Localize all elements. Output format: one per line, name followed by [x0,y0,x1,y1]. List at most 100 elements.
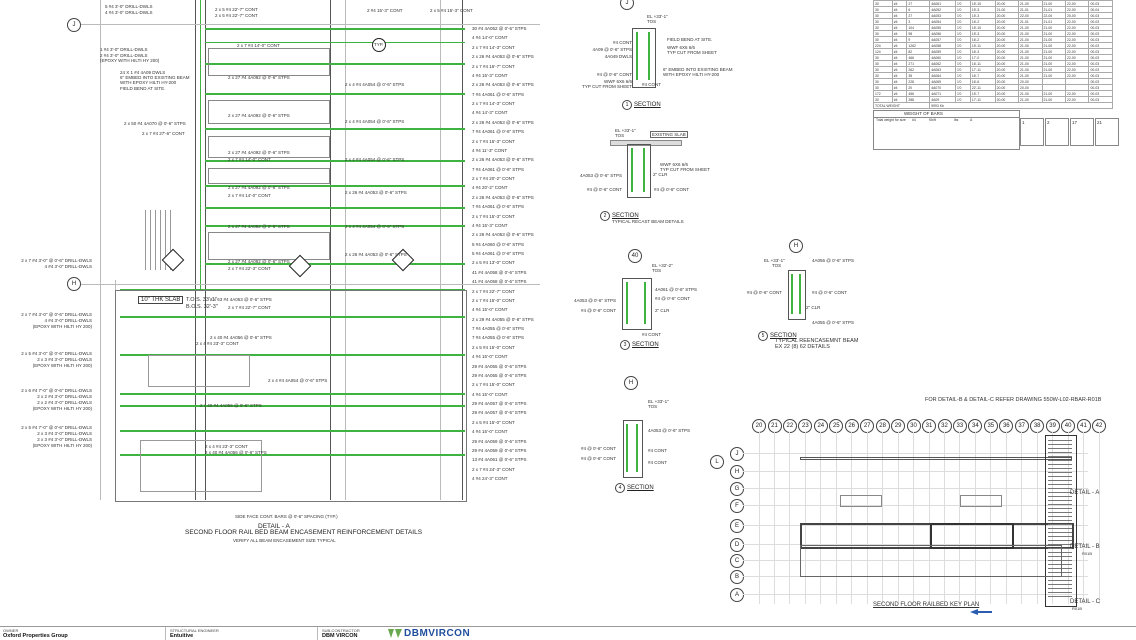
column-bubble: 39 [1045,419,1060,433]
grid-line [440,0,441,500]
column-bubble: 33 [952,419,967,433]
rebar-label: 29 #4 4A057 @ 0'-6" STPS [472,410,527,416]
column-gridline [1005,432,1007,604]
weight-header: Kb/ft [929,118,936,122]
section-1-title-text: SECTION [634,102,661,108]
dowel-note: 2 x 3 #4 3'-0" DRILL-DWLS [37,357,92,362]
detail-c-label: DETAIL - C [1070,599,1101,605]
section-4-el: EL +33'-1" [648,399,669,404]
section-2-sub: TYPICAL RECAST BEAM DETAILS [612,219,684,224]
section-note: WITH EPOXY HILTI HY-200 [663,72,720,77]
row-gridline [743,505,1088,506]
rebar-label: 4 #4 15'-3" CONT [472,72,508,78]
beam-outline [208,48,330,76]
column-gridline [1083,432,1084,604]
column-gridline [928,432,930,604]
note: 2 #4 3'-0" DRILL-DWLS [100,53,148,58]
column-gridline [851,432,853,604]
weight-header: Total weight for size [876,118,906,122]
row-bubble: E [730,519,744,533]
column-bubble: 29 [891,419,906,433]
rebar-row [205,207,465,209]
rebar-label: 2 x 40 #4 4A056 @ 0'-6" STPS [210,335,272,340]
column-bubble: 23 [798,419,813,433]
row-bubble: C [730,554,744,568]
rebar-row [205,160,465,162]
section-note: #4 @ 0'-6" CONT [580,456,616,461]
rebar-label: 4 #4 20'-2" CONT [472,185,508,191]
dowel-note: 2 x 5 #4 7'-0" @ 0'-6" DRILL-DWLS [21,425,92,430]
rebar-label: 29 #4 4A055 @ 0'-6" STPS [472,363,527,369]
column-bubble: 38 [1030,419,1045,433]
detail-a-drawing: J H TYP. 5 #4 3'-0" DRILL-DWLS 4 #4 3'-0… [0,0,540,545]
rebar-label: 4 #4 24'-3" CONT [472,476,508,481]
section-2-tos: TOS [615,133,625,138]
north-label: NORTH [980,603,990,607]
section-note: WWF 6X6 6/6 [667,45,696,50]
rebar-row [205,42,465,43]
rebar-label: 4 #4 14'-0" CONT [472,35,508,41]
rebar [648,32,650,80]
shape-label: 1 [1022,120,1025,125]
column-gridline [990,432,992,604]
column-bubble: 32 [937,419,952,433]
rebar-label: 7 #4 4A061 @ 0'-6" STPS [472,166,525,172]
rebar-label: 29 #4 4A055 @ 0'-6" STPS [472,372,527,378]
rebar-label: 2 x 26 #4 4A053 @ 0'-6" STPS [472,194,534,200]
column-gridline [774,432,775,604]
plan-area [840,495,882,507]
slab-label: 10" THK SLAB [138,296,184,304]
plan-area [800,545,1062,577]
section-note: 4A053 @ 0'-6" STPS [648,428,691,433]
rebar-label: 2 x 7 #4 16'-7" CONT [472,63,515,69]
shape-label: 21 [1097,120,1103,125]
section-1-grid-bubble: J [620,0,634,10]
column-gridline [882,432,884,604]
section-note: #4 @ 0'-6" CONT [654,187,690,192]
section-note: 4A056 @ 0'-6" STPS [812,258,855,263]
rebar-label: 2 x 7 #4 14'-3" CONT [472,44,515,50]
rebar-row [120,454,465,456]
section-note: WWF 6X6 6/6 [660,162,689,167]
rebar-label: 2 x 7 #4 22'-7" CONT [228,305,271,310]
note: WITH EPOXY HILTI HY-200 [120,80,177,85]
section-note: EXISTING SLAB [650,131,688,138]
wall-line [462,0,463,500]
section-5-sub2: EX 22 (8) 62 DETAILS [775,344,830,350]
section-note: WWF 6X6 6/6 [603,79,632,84]
section-4-grid-bubble: H [624,376,638,390]
grid-bubble-l: L [710,455,724,469]
column-gridline [820,432,822,604]
section-note: 2" CLR [806,305,821,310]
tos-label: T.O.S. 33'-1" [186,297,217,303]
section-note: 4A053 @ 0'-6" STPS [573,298,616,303]
section-note: FIELD BEND AT SITE. [667,37,713,42]
note: 2 x 5 #4 15'-3" CONT [430,8,473,13]
logo-mark-icon [388,629,402,638]
grid-bubble-h: H [67,277,81,291]
rebar [626,424,628,472]
dowel-note: (EPOXY WITH HILTI HY 200) [32,443,92,448]
row-gridline [743,453,1088,454]
section-2-beam [627,144,651,198]
section-note: #4 @ 0'-6" CONT [655,296,691,301]
section-note: #4 @ 0'-6" CONT [812,290,848,295]
section-5-grid-bubble: H [789,239,803,253]
section-3-beam [622,278,652,330]
rebar-label: 4 #4 15'-0" CONT [472,307,508,313]
typ-label: TYP. [374,42,384,47]
note: (EPOXY WITH HILTI HY 200) [100,58,160,63]
row-bubble: G [730,482,744,496]
rebar-label: 2 x 4 #4 4A054 @ 0'-6" STPS [268,378,328,383]
owner-name: Oxford Properties Group [3,633,68,639]
rebar-label: 5 #4 4A061 @ 0'-6" STPS [472,251,525,256]
beam-outline [208,100,330,124]
